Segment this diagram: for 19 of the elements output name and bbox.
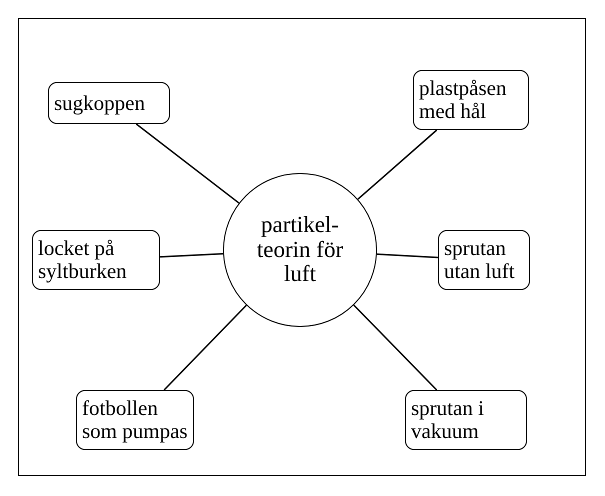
connector-line [164,304,247,391]
idea-box [32,230,160,290]
idea-box [413,70,529,130]
node-text: sprutan utan luft [444,237,516,283]
connector-line [353,304,438,391]
node-text: fotbollen som pumpas [82,397,188,443]
connector-line [136,123,240,204]
connector-line [376,253,438,258]
node-text: sprutan i vakuum [411,397,485,443]
node-text: sugkoppen [54,92,145,114]
connector-line [357,129,438,200]
connector-line [160,253,224,258]
idea-box [76,390,194,450]
idea-box [405,390,527,450]
node-text: plastpåsen med hål [419,77,508,123]
idea-box [48,82,170,124]
node-text: locket på syltburken [38,237,128,283]
node-text: partikel- teorin för luft [256,212,344,288]
idea-box [438,230,530,290]
